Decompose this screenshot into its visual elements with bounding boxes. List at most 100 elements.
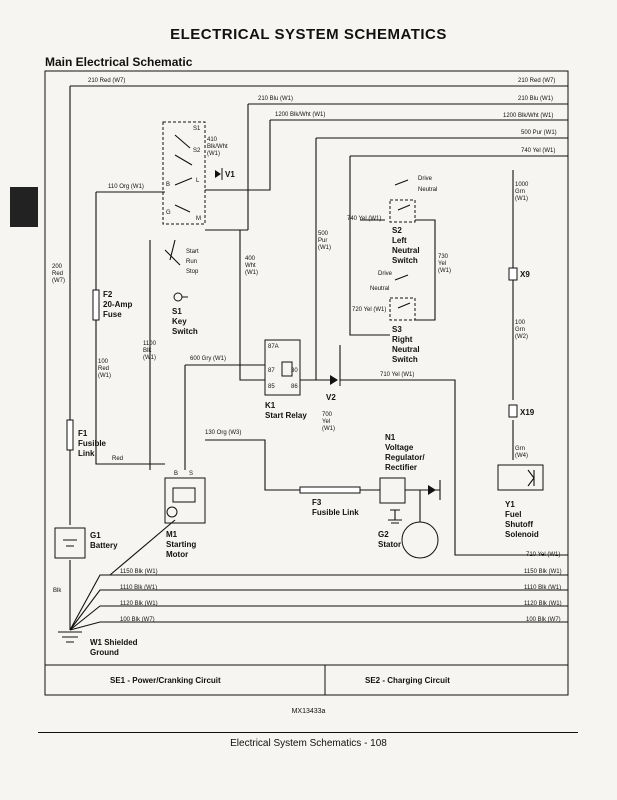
s3-label-c: Neutral: [392, 345, 420, 354]
f3-label: F3: [312, 498, 322, 507]
drawing-code: MX13433a: [291, 708, 326, 715]
key-term-g: G: [166, 210, 171, 216]
wire-label-740-left: 740 Yel (W1): [347, 216, 381, 222]
s2-label-b: Left: [392, 236, 407, 245]
y1-label-b: Fuel: [505, 510, 521, 519]
wire-label-210-red-left: 210 Red (W7): [88, 78, 125, 84]
page-footer: Electrical System Schematics - 108: [230, 738, 387, 749]
wire-label-1200-right: 1200 Blk/Wht (W1): [503, 113, 553, 119]
wire-label-100-red-c: (W1): [98, 373, 111, 379]
wire-label-730-c: (W1): [438, 268, 451, 274]
wire-label-500-right: 500 Pur (W1): [521, 130, 557, 136]
wire-label-1000-c: (W1): [515, 196, 528, 202]
wire-label-730-b: Yel: [438, 261, 446, 267]
key-term-m: M: [196, 216, 201, 222]
rectifier-diode-icon: [428, 485, 436, 495]
n1-label-c: Regulator/: [385, 453, 425, 462]
w1-label-a: W1 Shielded: [90, 638, 138, 647]
k1-label-b: Start Relay: [265, 411, 307, 420]
key-term-s2: S2: [193, 148, 201, 154]
wire-label-210-red-right: 210 Red (W7): [518, 78, 555, 84]
k1-pin-87: 87: [268, 368, 275, 374]
key-term-s1: S1: [193, 126, 201, 132]
key-term-b: B: [166, 182, 170, 188]
wire-label-400-a: 400: [245, 256, 256, 262]
wire-label-130: 130 Org (W3): [205, 430, 241, 436]
wire-label-100-red-b: Red: [98, 366, 109, 372]
wire-label-1110-right: 1110 Blk (W1): [524, 585, 561, 591]
wire-label-1100-c: (W1): [143, 355, 156, 361]
f1-label-b: Fusible: [78, 439, 107, 448]
wire-label-1150-left: 1150 Blk (W1): [120, 569, 158, 575]
g2-label-a: G2: [378, 530, 389, 539]
x9-label: X9: [520, 270, 530, 279]
v2-diode-icon: [330, 375, 338, 385]
wire-label-100-blk-left: 100 Blk (W7): [120, 617, 155, 623]
k1-pin-87a: 87A: [268, 344, 279, 350]
s2-body: [389, 199, 416, 223]
wire-label-100-grn-a: 100: [515, 320, 526, 326]
wire-label-1110-left: 1110 Blk (W1): [120, 585, 157, 591]
legend-se1: SE1 - Power/Cranking Circuit: [110, 676, 221, 685]
wire-label-1150-right: 1150 Blk (W1): [524, 569, 562, 575]
s1-label-b: Key: [172, 317, 187, 326]
wire-label-700-a: 700: [322, 412, 333, 418]
wire-label-100-grn-c: (W2): [515, 334, 528, 340]
v1-label: V1: [225, 170, 235, 179]
wire-label-710-right: 710 Yel (W1): [526, 552, 560, 558]
w1-label-b: Ground: [90, 648, 119, 657]
wire-label-grn-a: Grn: [515, 446, 525, 452]
g1-label-a: G1: [90, 531, 101, 540]
s2-pos-drive: Drive: [418, 176, 433, 182]
k1-pin-85: 85: [268, 384, 275, 390]
wire-label-1100-b: Blk: [143, 348, 152, 354]
f2-label-c: Fuse: [103, 310, 122, 319]
key-pos-run: Run: [186, 259, 197, 265]
s3-pos-neutral: Neutral: [370, 286, 389, 292]
wire-label-700-c: (W1): [322, 426, 335, 432]
legend-se2: SE2 - Charging Circuit: [365, 676, 450, 685]
n1-label-a: N1: [385, 433, 396, 442]
k1-label-a: K1: [265, 401, 276, 410]
wire-label-110: 110 Org (W1): [108, 184, 144, 190]
key-switch-body: [162, 121, 206, 225]
wire-label-600: 600 Gry (W1): [190, 356, 226, 362]
f1-fusible-link: [66, 419, 74, 451]
n1-label-d: Rectifier: [385, 463, 417, 472]
wire-label-710-mid: 710 Yel (W1): [380, 372, 414, 378]
f2-label-b: 20-Amp: [103, 300, 132, 309]
wire-label-1120-right: 1120 Blk (W1): [524, 601, 562, 607]
wire-label-400-c: (W1): [245, 270, 258, 276]
v1-diode-icon: [215, 170, 221, 178]
wire-label-500-b: Pur: [318, 238, 327, 244]
f2-label-a: F2: [103, 290, 113, 299]
f3-fusible-link: [299, 486, 361, 494]
starting-motor-body: [164, 477, 206, 524]
wire-label-720: 720 Yel (W1): [352, 307, 386, 313]
wire-label-1100-a: 1100: [143, 341, 157, 347]
s2-label-c: Neutral: [392, 246, 420, 255]
s3-body: [389, 297, 416, 321]
battery-body: [54, 527, 86, 559]
wire-label-210-blu-right: 210 Blu (W1): [518, 96, 553, 102]
s3-label-d: Switch: [392, 355, 418, 364]
g1-label-b: Battery: [90, 541, 118, 550]
g2-label-b: Stator: [378, 540, 401, 549]
wire-label-100-grn-b: Grn: [515, 327, 525, 333]
regulator-body: [379, 477, 406, 504]
s2-pos-neutral: Neutral: [418, 187, 437, 193]
wire-label-410-c: (W1): [207, 151, 220, 157]
wire-label-100-red-a: 100: [98, 359, 109, 365]
y1-label-a: Y1: [505, 500, 515, 509]
schematic-title: Main Electrical Schematic: [45, 55, 193, 69]
ground-icon: [58, 631, 82, 643]
start-relay-body: [264, 339, 301, 396]
key-pos-stop: Stop: [186, 269, 199, 275]
n1-label-b: Voltage: [385, 443, 414, 452]
page-title: ELECTRICAL SYSTEM SCHEMATICS: [170, 26, 447, 43]
wire-label-400-b: Wht: [245, 263, 256, 269]
wire-label-410-a: 410: [207, 137, 218, 143]
wire-label-700-b: Yel: [322, 419, 330, 425]
wire-label-210-blu-left: 210 Blu (W1): [258, 96, 293, 102]
